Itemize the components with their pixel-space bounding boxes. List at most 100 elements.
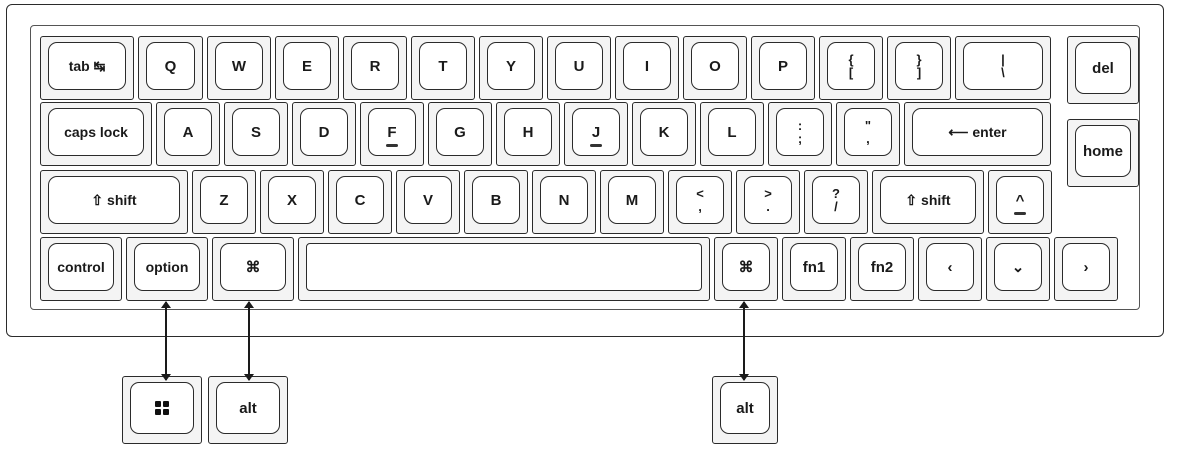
key-legend: fn1 [802, 258, 826, 276]
key-control[interactable]: control [40, 237, 122, 301]
keycap-top: G [436, 108, 484, 156]
key-x[interactable]: X [260, 170, 324, 234]
key-option[interactable]: option [126, 237, 208, 301]
key-m[interactable]: M [600, 170, 664, 234]
keycap-top: J [572, 108, 620, 156]
key-o[interactable]: O [683, 36, 747, 100]
key-a[interactable]: A [156, 102, 220, 166]
key-enter[interactable]: ⟵ enter [904, 102, 1051, 166]
key-r[interactable]: R [343, 36, 407, 100]
key-q[interactable]: Q [138, 36, 203, 100]
key-legend: V [422, 191, 433, 209]
keycap-top: ⇧ shift [880, 176, 976, 224]
key-legend: ^ [1015, 191, 1025, 209]
key-i[interactable]: I [615, 36, 679, 100]
keycap-top: X [268, 176, 316, 224]
key-h[interactable]: H [496, 102, 560, 166]
key-key[interactable]: ^ [988, 170, 1052, 234]
key-alt-right[interactable]: alt [712, 376, 778, 444]
keycap-top: N [540, 176, 588, 224]
keycap-top [130, 382, 194, 434]
key-key[interactable]: › [1054, 237, 1118, 301]
key-p[interactable]: P [751, 36, 815, 100]
keycap-top: S [232, 108, 280, 156]
key-key[interactable]: |\ [955, 36, 1051, 100]
key-k[interactable]: K [632, 102, 696, 166]
key-e[interactable]: E [275, 36, 339, 100]
key-z[interactable]: Z [192, 170, 256, 234]
key-key[interactable]: <, [668, 170, 732, 234]
key-spacebar[interactable] [298, 237, 710, 301]
key-key[interactable]: ⌘ [714, 237, 778, 301]
keycap-top: option [134, 243, 200, 291]
key-legend-bottom: . [766, 199, 770, 214]
key-key[interactable]: {[ [819, 36, 883, 100]
mapping-arrow [244, 301, 254, 381]
key-shift[interactable]: ⇧ shift [40, 170, 188, 234]
keycap-top: ⟵ enter [912, 108, 1043, 156]
key-b[interactable]: B [464, 170, 528, 234]
key-legend: X [286, 191, 297, 209]
key-legend: E [301, 57, 312, 75]
key-legend: › [1083, 258, 1089, 276]
key-legend: caps lock [64, 123, 128, 140]
key-key[interactable]: :; [768, 102, 832, 166]
key-windows[interactable] [122, 376, 202, 444]
key-v[interactable]: V [396, 170, 460, 234]
keycap-top: fn1 [790, 243, 838, 291]
key-legend: A [182, 123, 194, 141]
key-legend-stack: ?/ [832, 187, 840, 213]
key-t[interactable]: T [411, 36, 475, 100]
key-del[interactable]: del [1067, 36, 1139, 104]
keyboard-plate [30, 25, 1140, 310]
key-g[interactable]: G [428, 102, 492, 166]
key-c[interactable]: C [328, 170, 392, 234]
key-f[interactable]: F [360, 102, 424, 166]
key-l[interactable]: L [700, 102, 764, 166]
key-legend-bottom: \ [1001, 65, 1005, 80]
key-legend-bottom: ] [916, 65, 922, 80]
key-legend: U [573, 57, 585, 75]
key-shift[interactable]: ⇧ shift [872, 170, 984, 234]
key-legend-stack: }] [916, 53, 921, 79]
key-key[interactable]: ?/ [804, 170, 868, 234]
key-legend: S [250, 123, 261, 141]
key-tab[interactable]: tab ↹ [40, 36, 134, 100]
key-key[interactable]: ", [836, 102, 900, 166]
key-legend: del [1092, 59, 1114, 77]
mapping-arrow [161, 301, 171, 381]
keycap-top: E [283, 42, 331, 90]
key-n[interactable]: N [532, 170, 596, 234]
key-legend: alt [239, 399, 257, 417]
key-legend-top: : [797, 118, 803, 133]
key-w[interactable]: W [207, 36, 271, 100]
key-u[interactable]: U [547, 36, 611, 100]
key-key[interactable]: ‹ [918, 237, 982, 301]
key-y[interactable]: Y [479, 36, 543, 100]
key-fn1[interactable]: fn1 [782, 237, 846, 301]
key-legend: ⇧ shift [91, 191, 137, 208]
key-key[interactable]: ⌄ [986, 237, 1050, 301]
key-d[interactable]: D [292, 102, 356, 166]
key-key[interactable]: >. [736, 170, 800, 234]
key-legend-stack: {[ [848, 53, 853, 79]
key-caps-lock[interactable]: caps lock [40, 102, 152, 166]
keycap-top: B [472, 176, 520, 224]
homing-bump [386, 144, 398, 147]
keycap-top: › [1062, 243, 1110, 291]
key-key[interactable]: }] [887, 36, 951, 100]
key-alt-left[interactable]: alt [208, 376, 288, 444]
key-fn2[interactable]: fn2 [850, 237, 914, 301]
key-legend-stack: |\ [1001, 53, 1005, 79]
key-key[interactable]: ⌘ [212, 237, 294, 301]
keycap-top: C [336, 176, 384, 224]
key-legend-top: > [764, 186, 772, 201]
keycap-top: caps lock [48, 108, 144, 156]
key-legend: ⌘ [245, 258, 261, 276]
key-j[interactable]: J [564, 102, 628, 166]
key-s[interactable]: S [224, 102, 288, 166]
key-legend-stack: ", [865, 119, 871, 145]
windows-icon [155, 401, 169, 415]
key-legend: ‹ [947, 258, 953, 276]
key-home[interactable]: home [1067, 119, 1139, 187]
